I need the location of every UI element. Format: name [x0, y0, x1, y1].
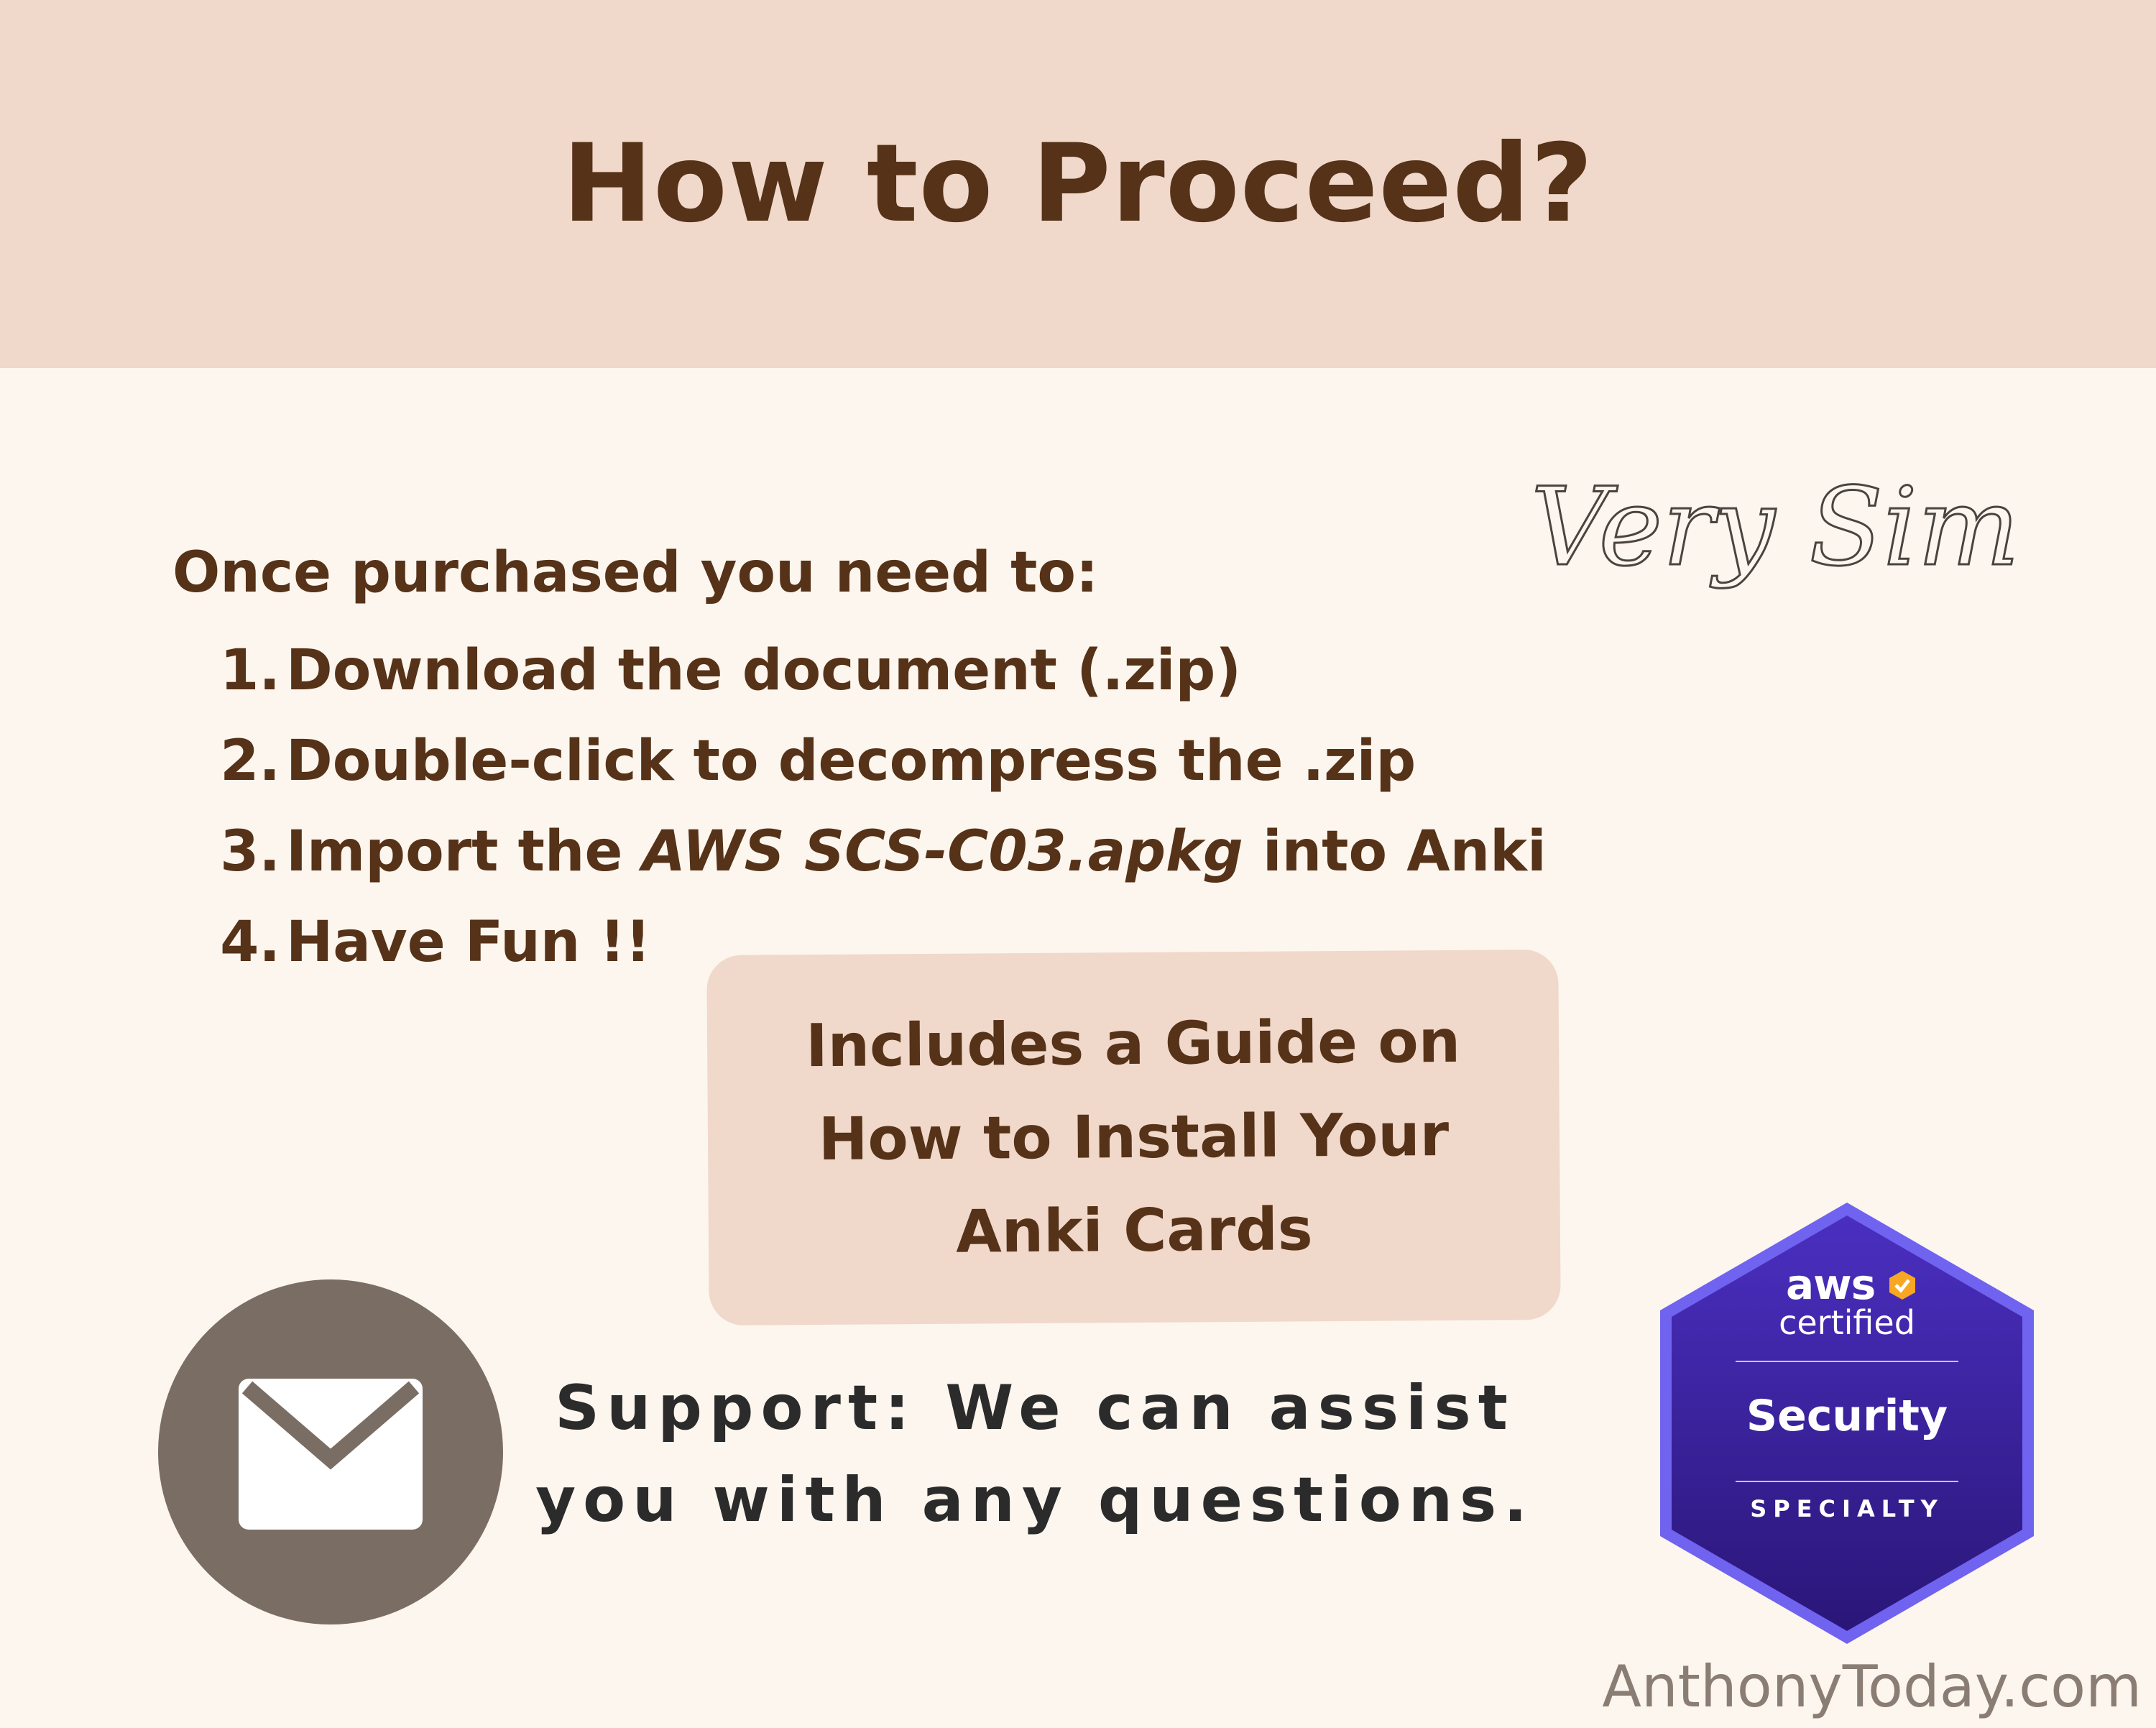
guide-text: Includes a Guide on How to Install Your … — [755, 995, 1512, 1280]
svg-text:Very Simple: Very Simple — [1531, 465, 2019, 590]
step-file-name: AWS SCS-C03.apkg — [642, 819, 1243, 884]
step-text: Import the AWS SCS-C03.apkg into Anki — [286, 819, 1547, 884]
step-item: 4.Have Fun !! — [187, 897, 1547, 988]
envelope-icon — [239, 1379, 423, 1530]
badge-name: Security — [1746, 1391, 1948, 1441]
steps-list: 1.Download the document (.zip) 2.Double-… — [187, 625, 1547, 988]
page-title: How to Proceed? — [562, 121, 1594, 247]
step-number: 1. — [220, 638, 280, 703]
badge-brand: aws — [1786, 1260, 1876, 1309]
step-item: 3.Import the AWS SCS-C03.apkg into Anki — [187, 806, 1547, 897]
step-text-after: into Anki — [1243, 819, 1547, 884]
guide-callout: Includes a Guide on How to Install Your … — [706, 949, 1561, 1326]
step-item: 2.Double-click to decompress the .zip — [187, 716, 1547, 806]
badge-level: SPECIALTY — [1750, 1495, 1944, 1522]
aws-security-specialty-badge — [1660, 1203, 2034, 1644]
badge-divider — [1736, 1361, 1958, 1362]
badge-text: aws certified Security SPECIALTY — [1646, 1197, 2048, 1650]
support-line: Support: We can assist — [555, 1372, 1515, 1444]
guide-line: How to Install Your — [818, 1100, 1450, 1174]
mail-button[interactable] — [158, 1279, 503, 1624]
step-text: Have Fun !! — [286, 910, 651, 975]
badge-certified: certified — [1779, 1303, 1915, 1342]
header-band — [0, 0, 2156, 368]
guide-line: Anki Cards — [955, 1195, 1313, 1267]
support-line: you with any questions. — [535, 1464, 1534, 1536]
step-text: Download the document (.zip) — [286, 638, 1241, 703]
guide-line: Includes a Guide on — [805, 1007, 1461, 1080]
step-item: 1.Download the document (.zip) — [187, 625, 1547, 716]
step-number: 3. — [220, 819, 280, 884]
step-number: 2. — [220, 729, 280, 794]
step-text: Double-click to decompress the .zip — [286, 729, 1416, 794]
support-text: Support: We can assist you with any ques… — [532, 1362, 1538, 1546]
footer-site[interactable]: AnthonyToday.com — [1602, 1653, 2142, 1720]
badge-divider — [1736, 1481, 1958, 1482]
step-number: 4. — [220, 910, 280, 975]
very-simple-handwriting: Very Simple — [1530, 464, 2020, 592]
intro-text: Once purchased you need to: — [172, 541, 1099, 605]
step-text-before: Import the — [286, 819, 642, 884]
aws-check-icon — [1889, 1271, 1915, 1300]
